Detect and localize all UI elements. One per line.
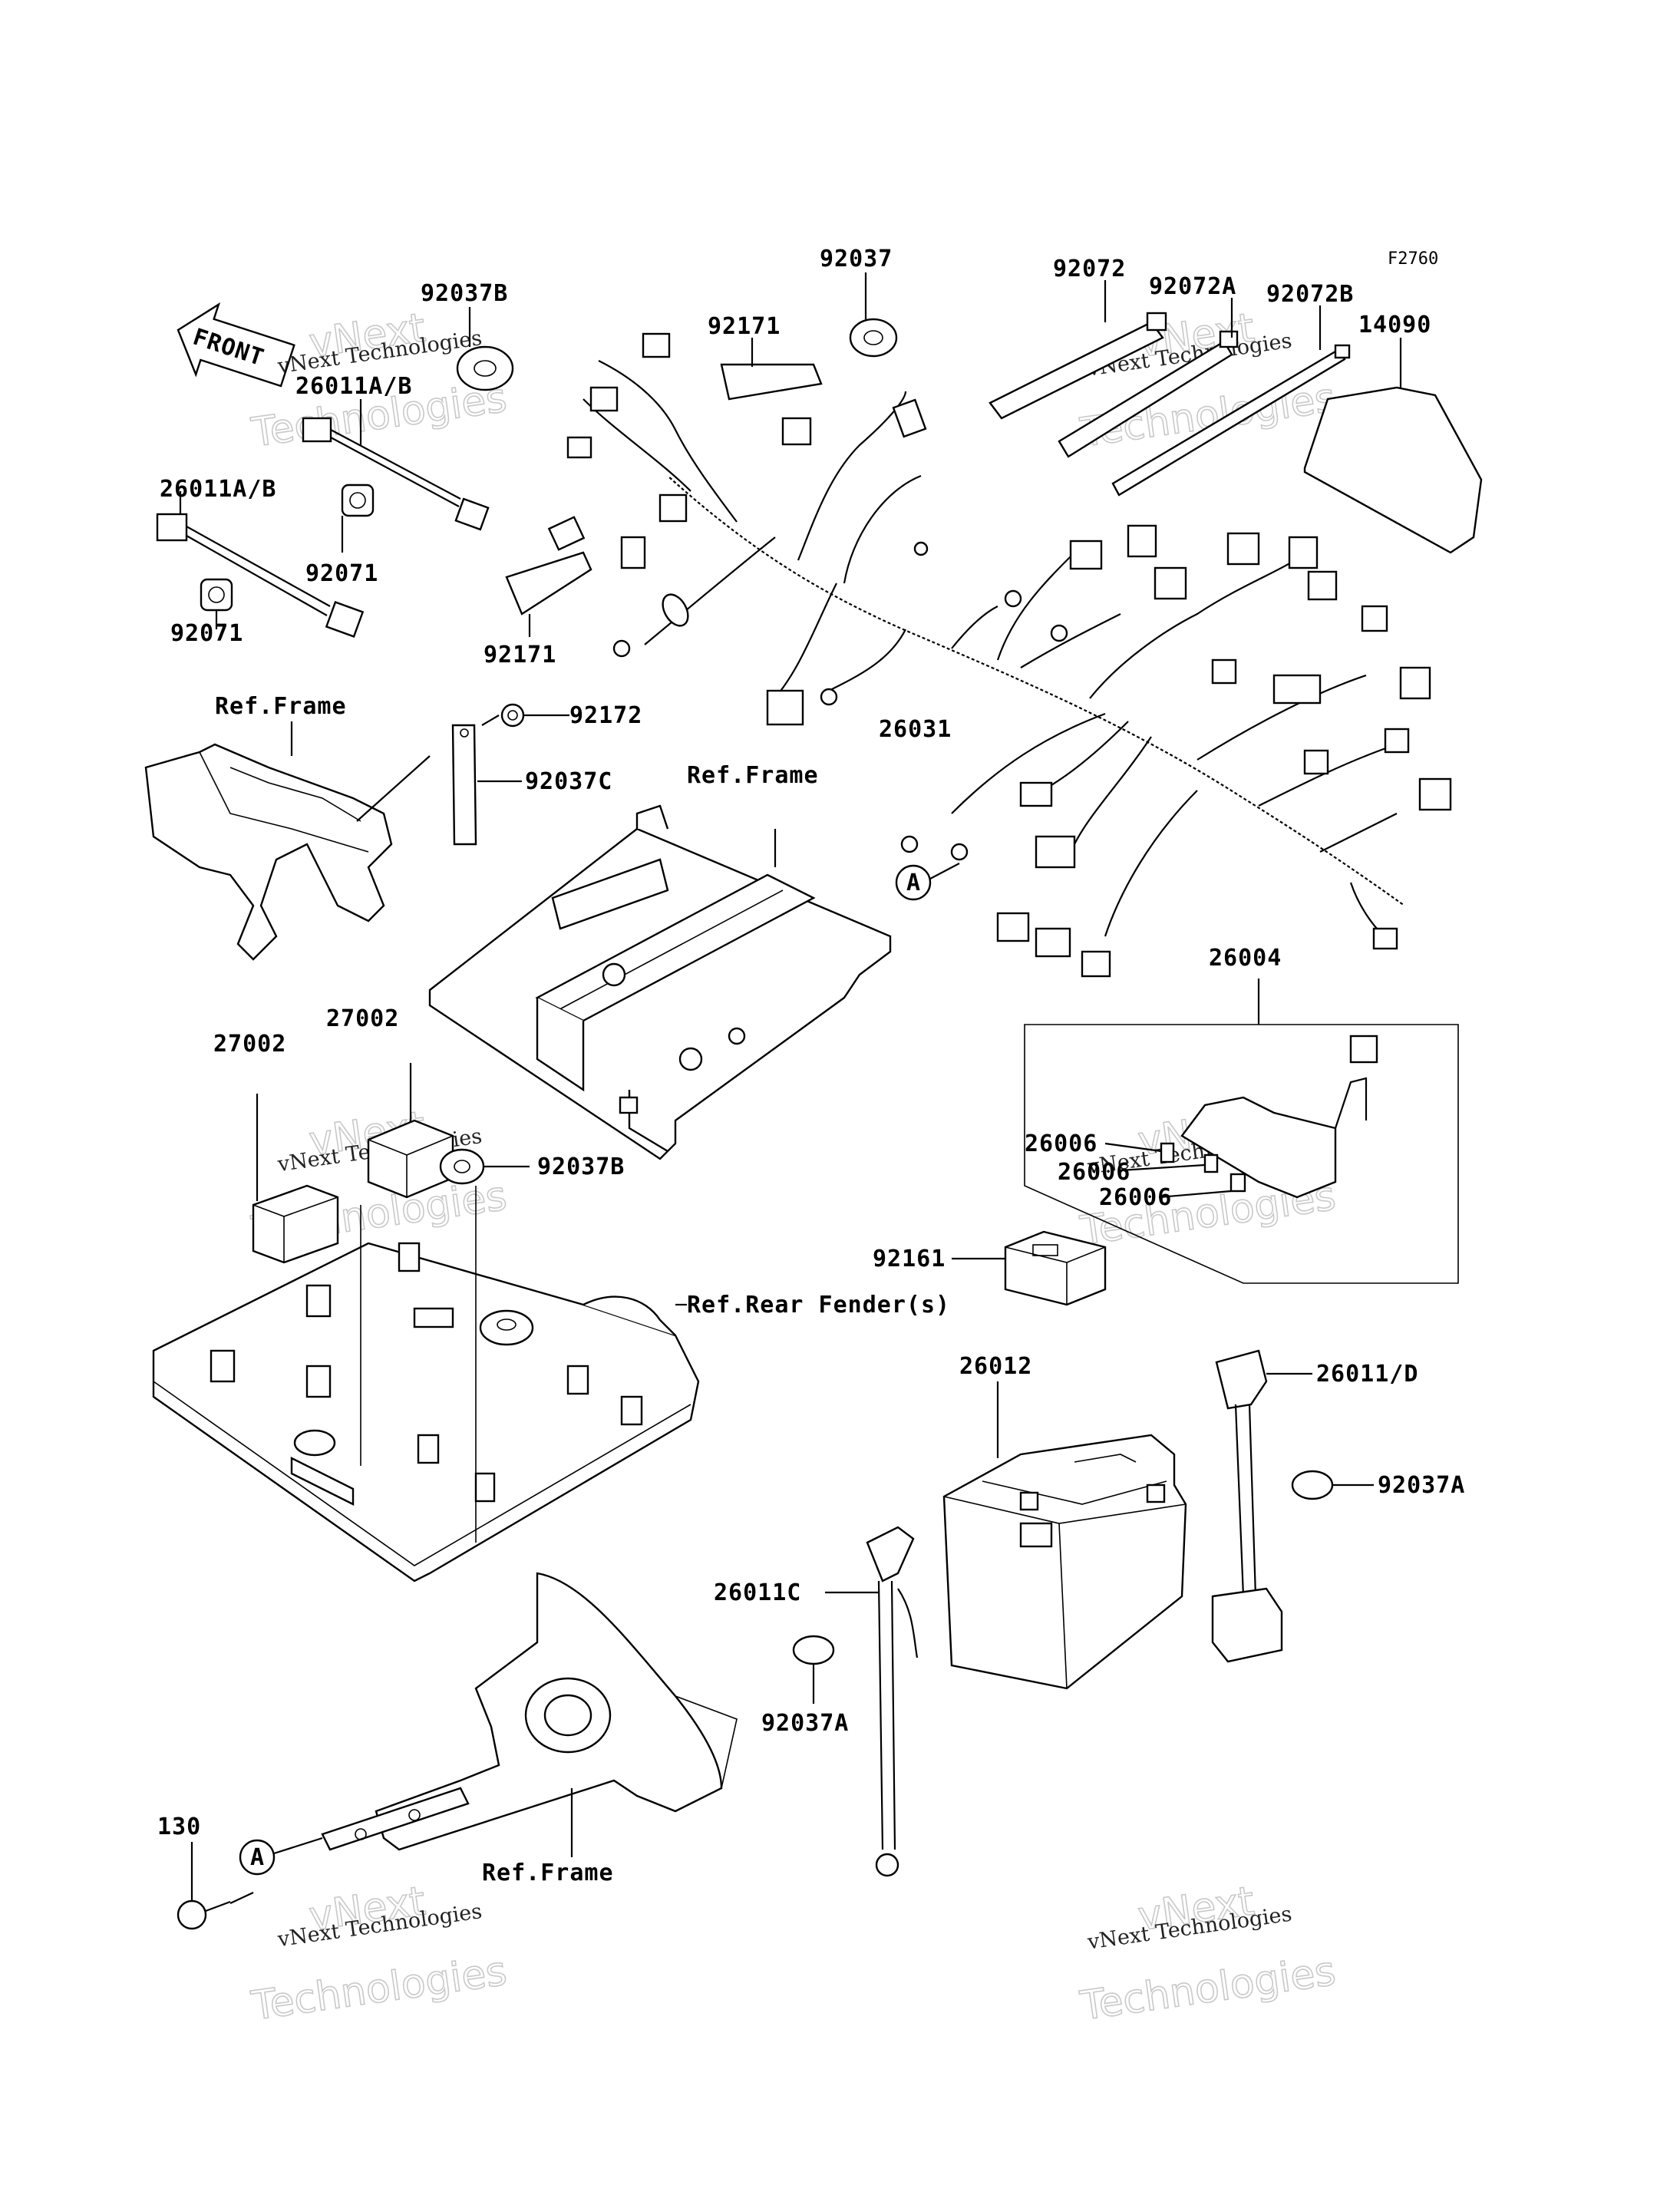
cable-tie-92072b <box>1111 305 1351 497</box>
svg-text:A: A <box>250 1844 265 1871</box>
ref-frame-center: Ref.Frame <box>687 762 819 789</box>
watermark-bottom-right: vNext vNext Technologies Technologies <box>1077 1878 1339 2031</box>
label-92171-top: 92171 <box>708 313 781 340</box>
grommet-92071-b <box>200 578 233 629</box>
front-arrow-icon: FRONT <box>177 302 295 388</box>
label-26004: 26004 <box>1209 945 1282 972</box>
marker-a-lower: A <box>239 1837 323 1876</box>
ref-rear-fender: Ref.Rear Fender(s) <box>687 1292 950 1318</box>
main-harness-26031 <box>583 360 1408 941</box>
label-26011ab-mid: 26011A/B <box>160 476 277 503</box>
label-26006-b: 26006 <box>1058 1159 1130 1186</box>
label-26011d: 26011/D <box>1316 1361 1418 1388</box>
cover-14090 <box>1303 338 1483 554</box>
label-27002-a: 27002 <box>213 1031 286 1058</box>
label-92037a-left: 92037A <box>761 1710 849 1737</box>
label-27002-b: 27002 <box>326 1005 399 1032</box>
label-26006-c: 26006 <box>1099 1184 1172 1211</box>
label-26011c: 26011C <box>714 1579 801 1606</box>
label-92037b-mid: 92037B <box>537 1153 625 1180</box>
label-92037c: 92037C <box>525 768 612 795</box>
cable-26011d <box>1211 1349 1312 1663</box>
clamp-92037a-left <box>792 1635 835 1704</box>
svg-text:A: A <box>906 870 921 896</box>
battery-26012 <box>942 1381 1187 1690</box>
label-92072b: 92072B <box>1266 281 1354 308</box>
label-92171-mid: 92171 <box>484 642 556 668</box>
clamp-92037b-mid <box>439 1148 530 1185</box>
clamp-92037 <box>849 272 898 358</box>
label-130: 130 <box>157 1814 201 1840</box>
ref-frame-top-left: Ref.Frame <box>215 693 347 720</box>
clamp-92037b-top <box>456 307 514 391</box>
frame-bottom <box>321 1572 738 1857</box>
label-92172: 92172 <box>569 702 642 729</box>
svg-text:Technologies: Technologies <box>1078 1949 1338 2030</box>
label-92072: 92072 <box>1053 256 1126 282</box>
label-92072a: 92072A <box>1149 273 1236 300</box>
bolt-130 <box>177 1842 254 1930</box>
label-92071-a: 92071 <box>305 560 378 587</box>
fuse-box-92161 <box>952 1230 1107 1306</box>
harness-connectors <box>547 332 1452 978</box>
cable-26011c <box>825 1526 919 1877</box>
pad-92171-top <box>720 338 823 401</box>
bolt-92172 <box>481 703 569 728</box>
frame-bracket-top-left <box>144 721 431 961</box>
grommet-92071-a <box>341 483 375 553</box>
marker-a-upper: A <box>895 863 960 901</box>
label-14090: 14090 <box>1358 312 1431 338</box>
lead-26011ab-lower <box>156 491 365 639</box>
frame-crossmember-center <box>428 804 892 1160</box>
label-92161: 92161 <box>873 1246 946 1272</box>
label-92037a-right: 92037A <box>1378 1472 1465 1499</box>
figure-code: F2760 <box>1388 249 1438 269</box>
rear-fender-tray <box>152 1186 700 1582</box>
cable-tie-92072 <box>989 280 1167 420</box>
watermark-bottom-left: vNext vNext Technologies Technologies <box>248 1878 510 2031</box>
bracket-92037c <box>451 724 522 846</box>
label-26006-a: 26006 <box>1025 1130 1097 1157</box>
ref-frame-bottom: Ref.Frame <box>482 1860 614 1886</box>
clamp-92037a-right <box>1291 1470 1374 1500</box>
pad-92171-mid <box>505 551 592 637</box>
label-92037b-top: 92037B <box>421 280 508 307</box>
relay-27002-a <box>252 1094 339 1264</box>
label-92071-b: 92071 <box>170 620 243 647</box>
label-26012: 26012 <box>959 1353 1032 1380</box>
lead-26011ab-upper <box>302 399 490 531</box>
svg-text:Technologies: Technologies <box>249 1949 510 2030</box>
box-26004 <box>1024 979 1459 1284</box>
label-26011ab-top: 26011A/B <box>295 373 413 400</box>
cable-tie-92072a <box>1058 298 1239 458</box>
relay-27002-b <box>367 1063 454 1199</box>
label-92037: 92037 <box>820 246 893 272</box>
label-26031: 26031 <box>879 716 952 743</box>
